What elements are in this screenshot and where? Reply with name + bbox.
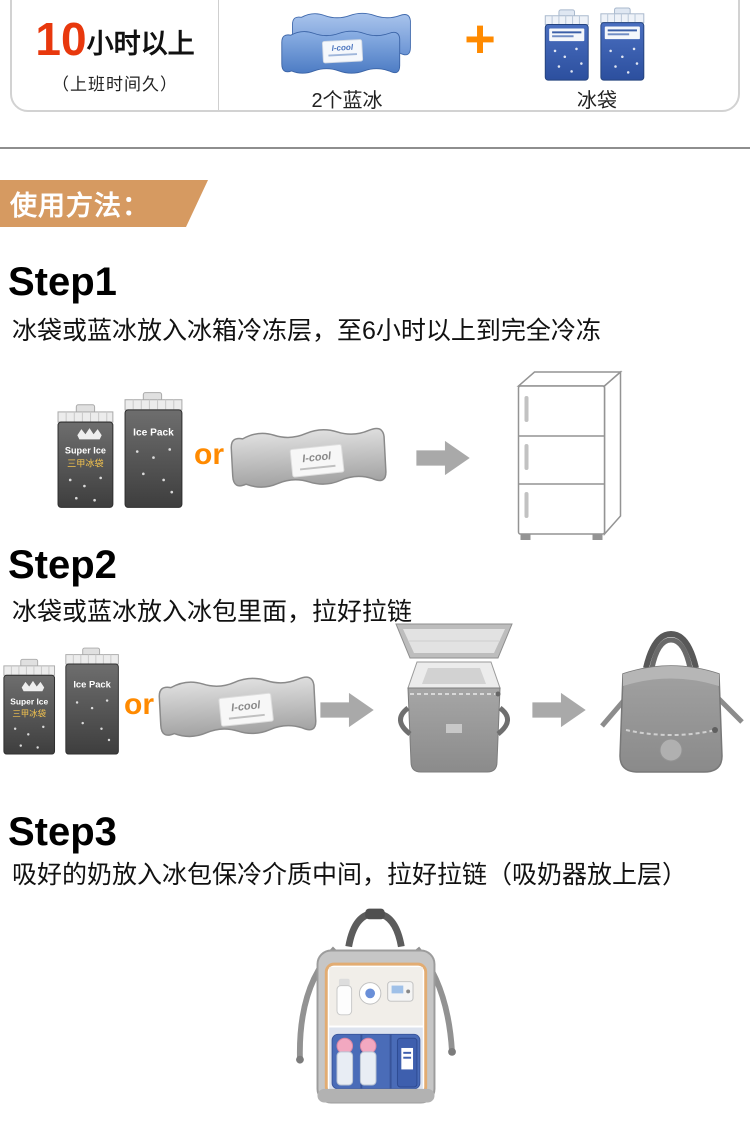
or-label: or xyxy=(194,438,224,471)
blue-ice-caption: 2个蓝冰 xyxy=(311,90,383,112)
duration-cell: 10小时以上 （上班时间久） xyxy=(12,2,218,108)
crown-logo xyxy=(77,428,102,440)
logo-badge xyxy=(659,738,683,762)
baby-bottle-icon xyxy=(336,978,353,1016)
arrow-right-icon xyxy=(532,692,586,728)
ice-bag-caption: 冰袋 xyxy=(577,90,617,112)
recommendation-box: 10小时以上 （上班时间久） I-cool xyxy=(10,0,740,112)
closed-cooler-bag-image xyxy=(600,630,744,773)
vertical-divider xyxy=(218,0,219,110)
cn-bag-text: 三甲冰袋 xyxy=(12,709,46,719)
plus-sign: + xyxy=(464,9,496,69)
bag-base xyxy=(317,1088,435,1103)
gray-ice-bags-image: Super Ice 三甲冰袋 Ice Pack xyxy=(3,647,119,755)
blue-gel-bag xyxy=(600,7,645,81)
ice-pack-label: I-cool xyxy=(321,39,364,64)
step3-title: Step3 xyxy=(8,810,117,854)
banner-title: 使用方法： xyxy=(10,191,150,221)
crown-logo xyxy=(21,680,45,692)
ice-bags-image xyxy=(544,7,645,81)
blue-gel-bag xyxy=(544,9,589,81)
duration-number: 10 xyxy=(35,12,87,65)
open-cooler-bag-image xyxy=(395,623,513,773)
duration-unit: 小时以上 xyxy=(86,28,195,59)
gel-bag-ice-pack: Ice Pack xyxy=(124,392,183,508)
ice-pack-label: I-cool xyxy=(289,443,345,478)
blue-ice-packs-image: I-cool xyxy=(281,12,411,74)
super-ice-text: Super Ice xyxy=(10,696,48,706)
side-handle xyxy=(398,706,412,736)
blue-ice-pack-front: I-cool xyxy=(281,30,401,74)
packed-cooler-bag-image xyxy=(296,908,456,1104)
cn-bag-text: 三甲冰袋 xyxy=(67,458,104,469)
side-handle xyxy=(496,706,510,736)
gel-bag-ice-pack: Ice Pack xyxy=(65,647,119,755)
zipper-pull xyxy=(712,727,718,733)
zipper-pull xyxy=(495,691,501,697)
ice-pack-label: I-cool xyxy=(218,692,274,727)
duration-text: 10小时以上 xyxy=(35,16,194,62)
step2-title: Step2 xyxy=(8,543,117,587)
or-label: or xyxy=(124,688,154,721)
ice-pack-brand-text: I-cool xyxy=(302,450,333,465)
tote-handle xyxy=(649,637,693,669)
usage-method-banner: 使用方法： xyxy=(0,180,208,227)
gray-ice-bags-image: Super Ice 三甲冰袋 Ice Pack xyxy=(57,392,183,508)
milk-bottle-icon xyxy=(336,1037,354,1086)
ice-pack-brand-text: I-cool xyxy=(231,699,262,714)
gel-bag-super-ice: Super Ice 三甲冰袋 xyxy=(57,404,114,508)
step2-description: 冰袋或蓝冰放入冰包里面，拉好拉链 xyxy=(12,598,413,626)
ice-bag-icon xyxy=(396,1037,418,1088)
step3-description: 吸好的奶放入冰包保冷介质中间，拉好拉链（吸奶器放上层） xyxy=(12,861,688,889)
gray-ice-pack-image: I-cool xyxy=(230,427,387,488)
super-ice-text: Super Ice xyxy=(65,446,106,456)
top-compartment xyxy=(329,967,423,1026)
duration-note: （上班时间久） xyxy=(52,74,178,94)
step1-description: 冰袋或蓝冰放入冰箱冷冻层，至6小时以上到完全冷冻 xyxy=(12,317,601,345)
handle-grip xyxy=(365,908,385,920)
gel-bag-super-ice: Super Ice 三甲冰袋 xyxy=(3,658,56,755)
arrow-right-icon xyxy=(416,440,470,476)
step1-title: Step1 xyxy=(8,260,117,304)
refrigerator-image xyxy=(516,370,623,540)
ice-pack-text: Ice Pack xyxy=(133,427,174,438)
ice-pack-brand-text: I-cool xyxy=(331,43,354,53)
arrow-right-icon xyxy=(320,692,374,728)
milk-bottle-icon xyxy=(359,1037,377,1086)
breast-pump-icon xyxy=(358,981,414,1005)
gray-ice-pack-image: I-cool xyxy=(158,676,317,738)
ice-pack-text: Ice Pack xyxy=(73,679,111,689)
tote-handle xyxy=(643,630,699,669)
section-divider xyxy=(0,147,750,149)
bottom-compartment xyxy=(329,1027,423,1092)
